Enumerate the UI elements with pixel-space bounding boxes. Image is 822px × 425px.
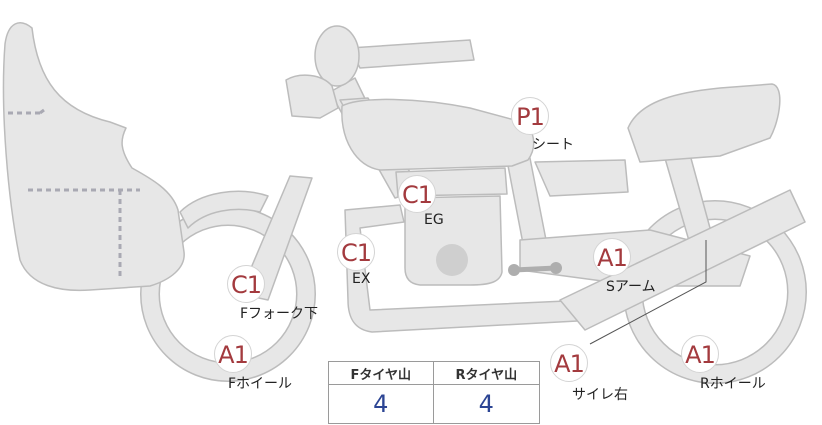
swing-arm-grade-badge: A1 [593,238,631,276]
engine-grade-badge: C1 [398,175,436,213]
front-wheel-grade-badge: A1 [214,335,252,373]
front-fork-label: Fフォーク下 [240,306,319,322]
rear-fender-shape [534,159,629,197]
exhaust-label: EX [352,271,371,287]
front-tire-tread-header: Fタイヤ山 [328,361,434,385]
fuel-tank-shape [341,98,535,171]
rear-tire-tread-value: 4 [432,384,541,424]
front-fairing-shape [2,22,185,292]
exhaust-pipe-shape [344,204,597,333]
fairing-dotted-lines [8,108,140,280]
tire-tread-table: Fタイヤ山 Rタイヤ山 4 4 [328,361,541,424]
chain-adjuster-shape [508,262,562,276]
front-tire-tread-value: 4 [328,384,434,424]
engine-block-shape [404,195,503,286]
meter-shape [285,74,339,119]
seat-grade-badge: P1 [511,97,549,135]
silencer-label: サイレ右 [572,387,628,403]
exhaust-grade-badge: C1 [337,233,375,271]
muffler-shape [559,189,806,331]
front-wheel-label: Fホイール [228,376,293,392]
rear-wheel-grade-badge: A1 [681,335,719,373]
seat-shape [627,83,781,163]
tire-tread-value-row: 4 4 [328,384,541,424]
tire-tread-header-row: Fタイヤ山 Rタイヤ山 [328,361,541,385]
engine-label: EG [424,212,444,228]
silencer-grade-badge: A1 [550,344,588,382]
frame-top-tube [349,39,475,69]
rear-wheel-label: Rホイール [700,376,766,392]
front-fork-grade-badge: C1 [227,265,265,303]
rear-tire-tread-header: Rタイヤ山 [432,361,541,385]
seat-label: シート [532,137,574,153]
swing-arm-label: Sアーム [606,279,656,295]
headlight-shape [314,25,360,87]
